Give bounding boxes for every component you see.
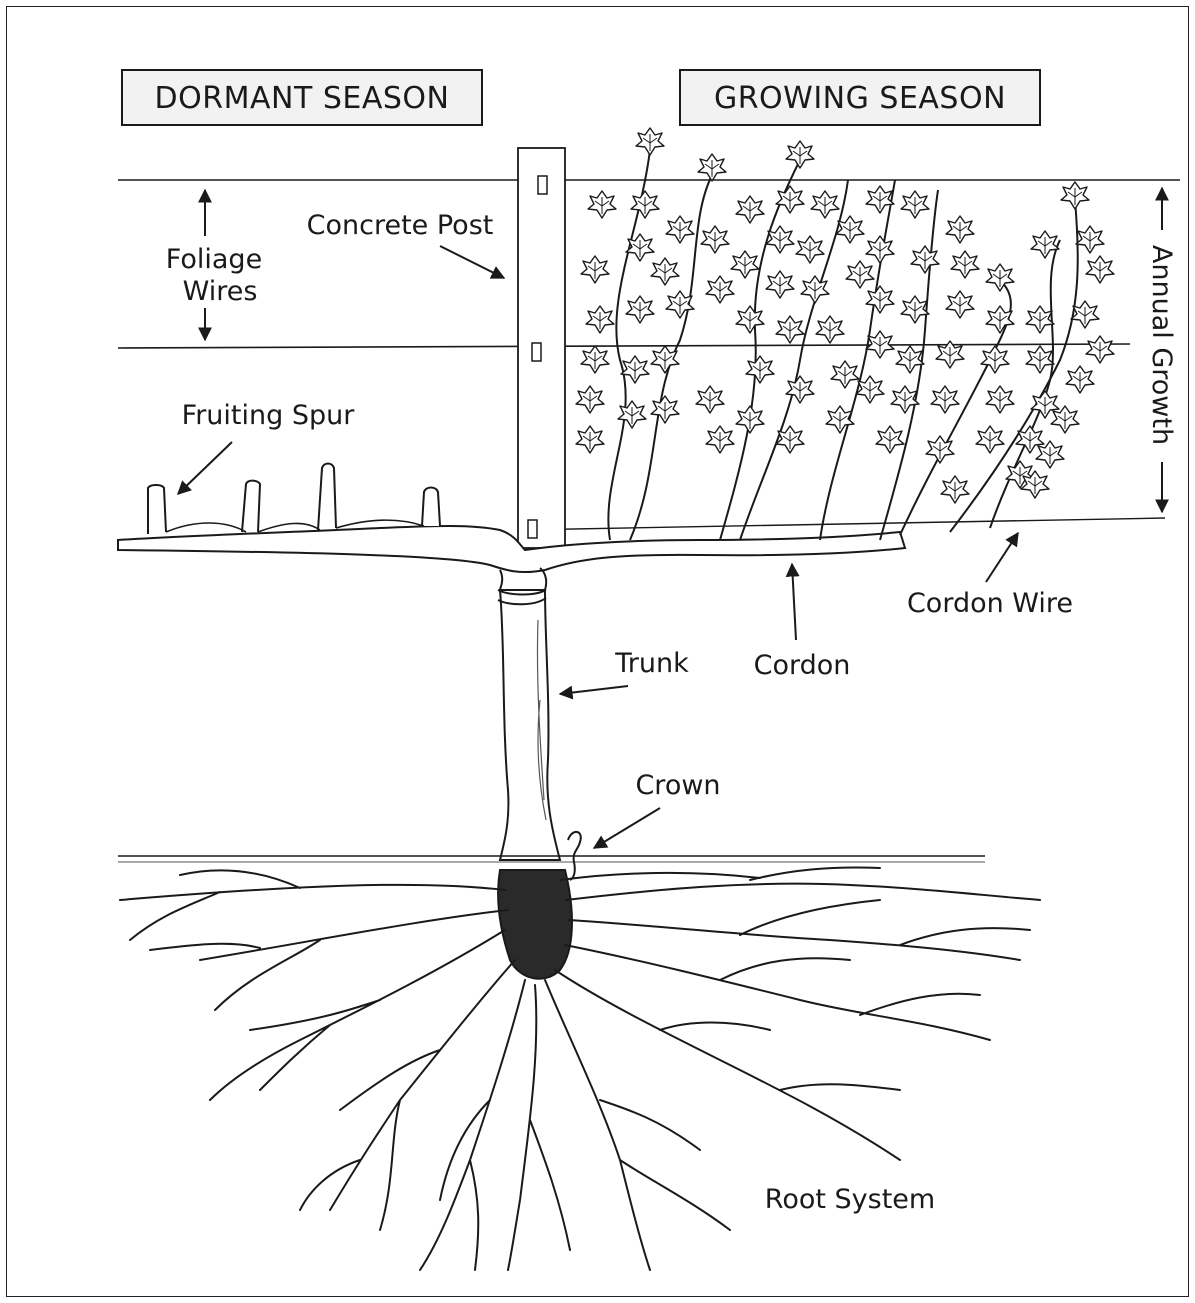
trunk-label: Trunk	[614, 648, 689, 679]
cordon-label: Cordon	[754, 650, 851, 681]
concrete-post	[518, 148, 565, 548]
crown-label: Crown	[635, 770, 720, 801]
cordon-wire-line	[520, 518, 1165, 530]
middle-foliage-wire	[118, 344, 1130, 348]
foliage-wires-label-line1: Foliage	[166, 244, 262, 275]
cordon-wire-label: Cordon Wire	[907, 588, 1073, 619]
cordon-wire-arrow	[986, 533, 1018, 582]
cordon-arrow	[792, 564, 796, 640]
root-system-label: Root System	[765, 1184, 935, 1215]
cordon-arm	[118, 464, 905, 573]
concrete-post-label: Concrete Post	[307, 210, 494, 241]
trunk-arrow	[560, 686, 628, 694]
vine-leaves	[576, 128, 1114, 503]
concrete-post-arrow	[440, 246, 504, 278]
dormant-season-box: DORMANT SEASON	[122, 70, 482, 125]
crown-arrow	[594, 808, 660, 848]
growing-season-label: GROWING SEASON	[714, 81, 1006, 116]
growing-season-box: GROWING SEASON	[680, 70, 1040, 125]
foliage-wires-label-line2: Wires	[183, 276, 258, 307]
dormant-season-label: DORMANT SEASON	[155, 81, 450, 116]
annual-growth-label: Annual Growth	[1146, 245, 1177, 445]
trunk	[498, 568, 560, 860]
fruiting-spur-label: Fruiting Spur	[182, 400, 356, 431]
fruiting-spur-arrow	[178, 442, 232, 494]
